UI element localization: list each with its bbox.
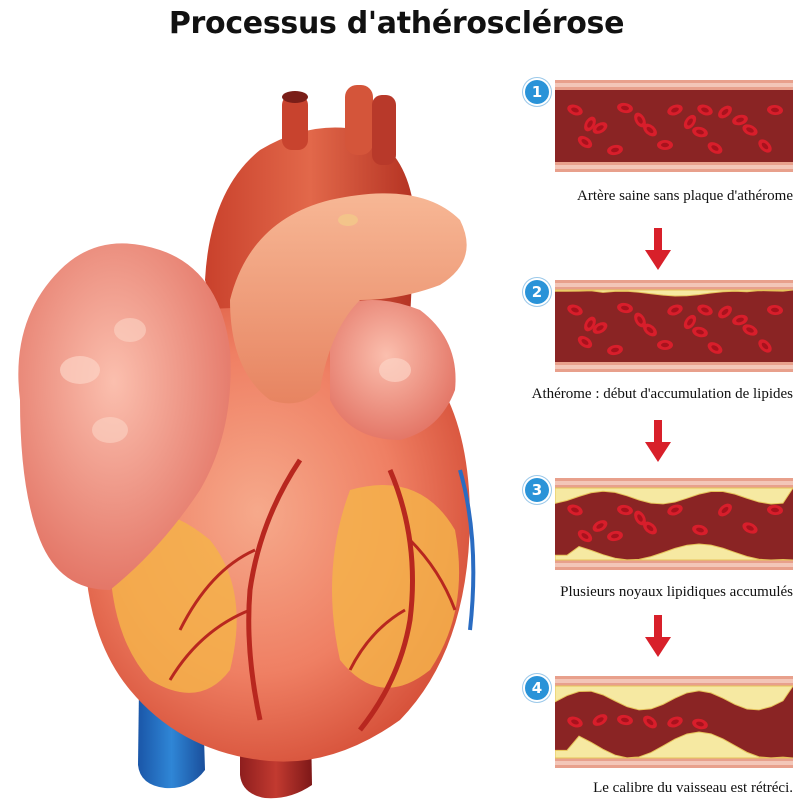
red-blood-cell bbox=[657, 140, 673, 150]
step-badge: 1 bbox=[525, 80, 549, 104]
page-title: Processus d'athérosclérose bbox=[0, 6, 793, 41]
step-badge: 3 bbox=[525, 478, 549, 502]
step-badge: 2 bbox=[525, 280, 549, 304]
stage-1: 1 Artère saine sans plaque d'athérome bbox=[525, 80, 793, 220]
down-arrow-icon bbox=[645, 228, 671, 270]
stage-3: 3 Plusieurs noyaux lipidiques accumulés bbox=[525, 478, 793, 618]
stage-caption: Le calibre du vaisseau est rétréci. bbox=[465, 780, 793, 797]
stage-2: 2 Athérome : début d'accumulation de lip… bbox=[525, 280, 793, 420]
red-blood-cell bbox=[657, 340, 673, 350]
artery-cross-section bbox=[555, 280, 793, 372]
down-arrow-icon bbox=[645, 420, 671, 462]
stage-caption: Artère saine sans plaque d'athérome bbox=[465, 188, 793, 205]
artery-cross-section bbox=[555, 478, 793, 570]
heart-illustration bbox=[0, 70, 495, 805]
aorta-branch-1 bbox=[282, 95, 308, 150]
step-badge: 4 bbox=[525, 676, 549, 700]
stage-4: 4 Le calibre du vaisseau est rétréci. bbox=[525, 676, 793, 805]
stage-caption: Plusieurs noyaux lipidiques accumulés bbox=[465, 584, 793, 601]
artery-cross-section bbox=[555, 80, 793, 172]
aorta-branch-3 bbox=[372, 95, 396, 165]
aorta-branch-2 bbox=[345, 85, 373, 155]
artery-cross-section bbox=[555, 676, 793, 768]
down-arrow-icon bbox=[645, 615, 671, 657]
stage-caption: Athérome : début d'accumulation de lipid… bbox=[465, 386, 793, 403]
